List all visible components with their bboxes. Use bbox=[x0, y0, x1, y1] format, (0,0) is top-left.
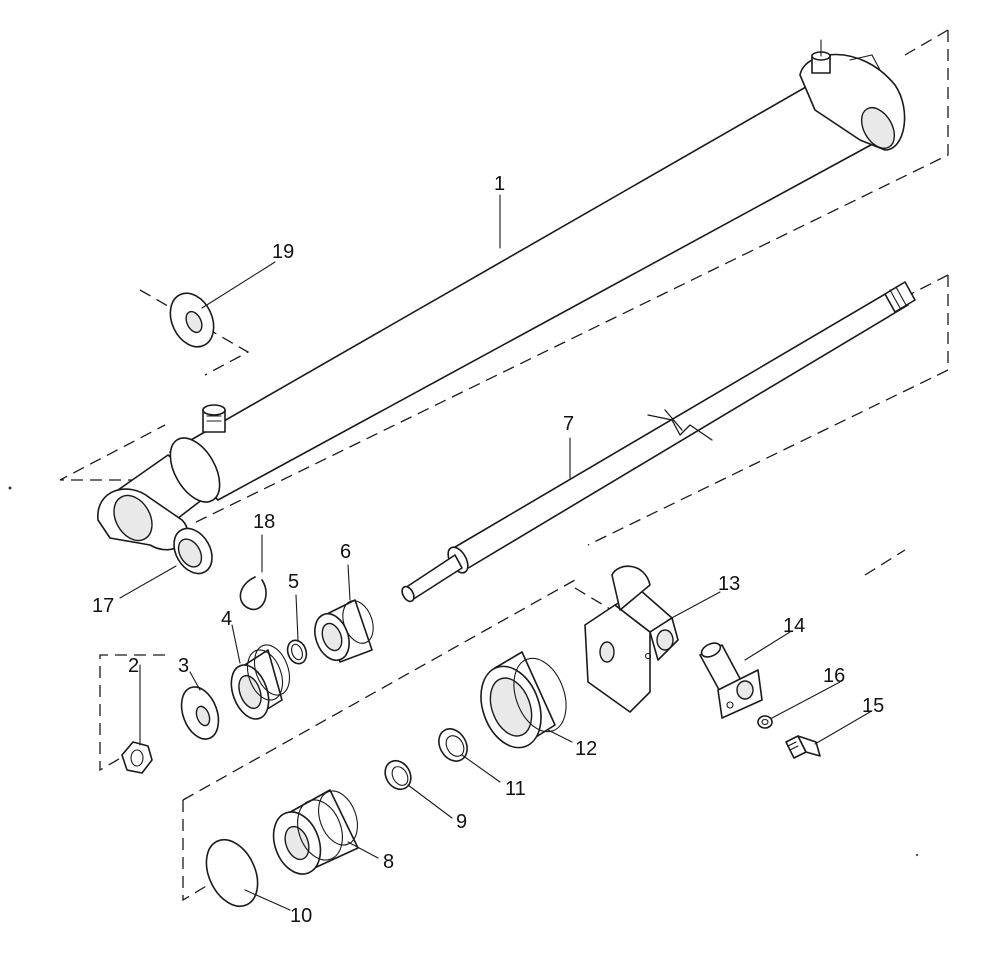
label-part-3: 3 bbox=[178, 655, 189, 677]
part-2-nut bbox=[121, 741, 153, 774]
part-9-seal bbox=[384, 759, 412, 791]
leader-lines bbox=[119, 194, 871, 911]
label-part-9: 9 bbox=[456, 811, 467, 833]
label-part-8: 8 bbox=[383, 851, 394, 873]
part-16-lock-washer bbox=[757, 715, 773, 729]
part-15-bolt bbox=[785, 735, 821, 759]
label-part-15: 15 bbox=[862, 695, 884, 717]
label-part-5: 5 bbox=[288, 571, 299, 593]
part-14-pin bbox=[699, 642, 763, 719]
label-part-11: 11 bbox=[505, 778, 526, 800]
part-4-piston bbox=[230, 644, 291, 720]
label-part-1: 1 bbox=[494, 173, 505, 195]
label-part-6: 6 bbox=[340, 541, 351, 563]
part-18-snap-ring bbox=[239, 576, 267, 611]
label-part-17: 17 bbox=[92, 595, 114, 617]
part-17-bushing bbox=[173, 527, 213, 575]
part-6-gland bbox=[314, 599, 374, 663]
part-5-o-ring bbox=[286, 639, 308, 665]
part-10-o-ring bbox=[205, 839, 259, 907]
label-part-13: 13 bbox=[718, 573, 740, 595]
label-part-2: 2 bbox=[128, 655, 139, 677]
part-labels: 1 2 3 4 5 6 7 8 9 10 11 12 13 14 15 16 1… bbox=[92, 173, 884, 927]
label-part-7: 7 bbox=[563, 413, 574, 435]
part-8-cylinder-head bbox=[272, 789, 359, 875]
part-19-washer bbox=[169, 292, 215, 348]
part-13-clevis bbox=[584, 565, 679, 713]
part-11-wiper bbox=[438, 728, 468, 762]
label-part-16: 16 bbox=[823, 665, 845, 687]
part-3-washer bbox=[180, 686, 220, 740]
label-part-14: 14 bbox=[783, 615, 805, 637]
part-7-piston-rod bbox=[401, 281, 916, 603]
label-part-4: 4 bbox=[221, 608, 232, 630]
scan-specks bbox=[8, 486, 919, 857]
part-1-cylinder-barrel bbox=[97, 39, 906, 551]
label-part-12: 12 bbox=[575, 738, 597, 760]
part-12-retaining-nut bbox=[480, 651, 567, 749]
label-part-18: 18 bbox=[253, 511, 275, 533]
label-part-19: 19 bbox=[272, 241, 294, 263]
label-part-10: 10 bbox=[290, 905, 312, 927]
